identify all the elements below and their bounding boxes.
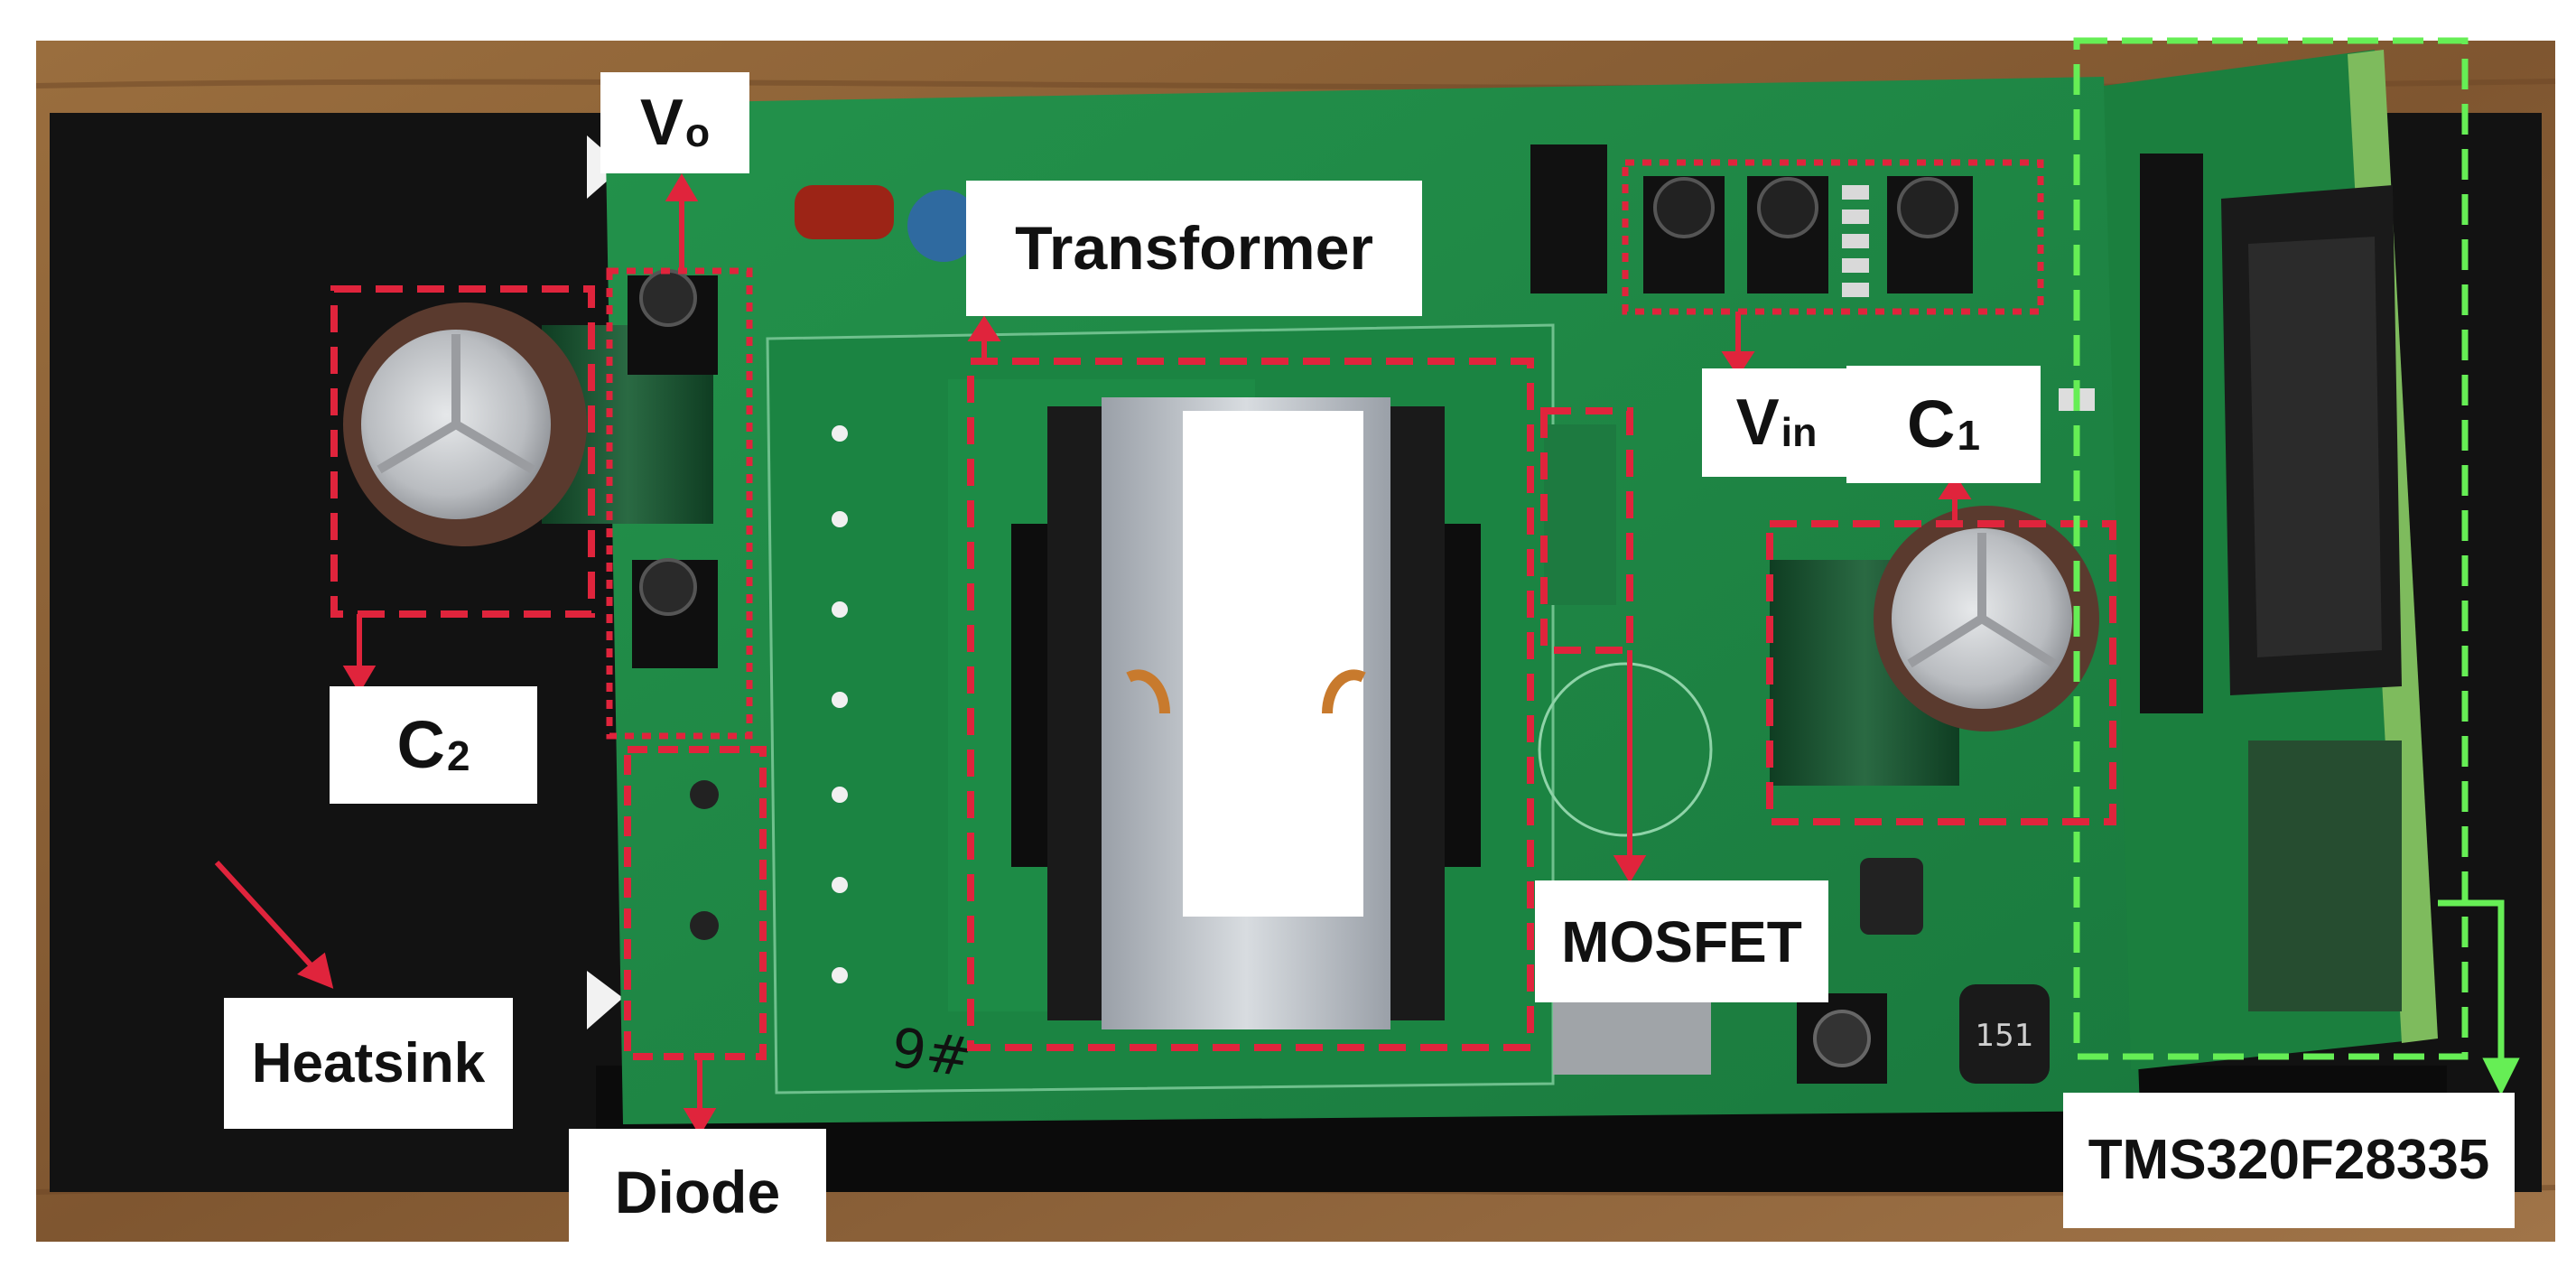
c2-highlight-box [330,285,595,618]
mosfet-label: MOSFET [1535,880,1828,1002]
ceramic-capacitor [907,190,980,262]
capacitor-c2 [343,303,713,546]
inductor-code-text: 151 [1976,1018,2034,1054]
vin-label-sub: in [1781,411,1818,456]
tms-highlight-box [2073,37,2469,1060]
pointer-arrows-red [214,173,1972,1136]
vin-highlight-box [1622,159,2044,315]
capacitor-c1 [1770,506,2099,786]
diode-label: Diode [569,1129,826,1255]
heatsink-label: Heatsink [224,998,513,1129]
c2-label-sub: 2 [446,731,470,779]
c1-label-sub: 1 [1957,411,1980,459]
c2-label-main: C [396,707,445,782]
daughter-board [2104,50,2438,1070]
vo-label-sub: o [684,111,711,156]
diode-highlight-box [624,746,767,1060]
c1-highlight-box [1766,520,2116,825]
pointer-arrow-green [2438,899,2520,1095]
mosfet-area [1544,424,1711,1075]
output-terminals [628,269,718,668]
diode-components [690,780,719,940]
transformer-label: Transformer [966,181,1422,316]
vin-label-main: V [1735,387,1780,459]
tms320f28335-label: TMS320F28335 [2063,1093,2515,1228]
connector-block [1530,144,1607,293]
film-capacitor [795,185,894,239]
vo-label-main: V [639,87,684,159]
mosfet-highlight-box [1540,407,1633,654]
c1-label-main: C [1907,387,1956,461]
input-terminals [1643,176,1973,297]
transformer [1011,397,1481,1029]
board-number-text: 9# [888,1017,975,1091]
highlight-boxes-red [330,285,2116,1051]
